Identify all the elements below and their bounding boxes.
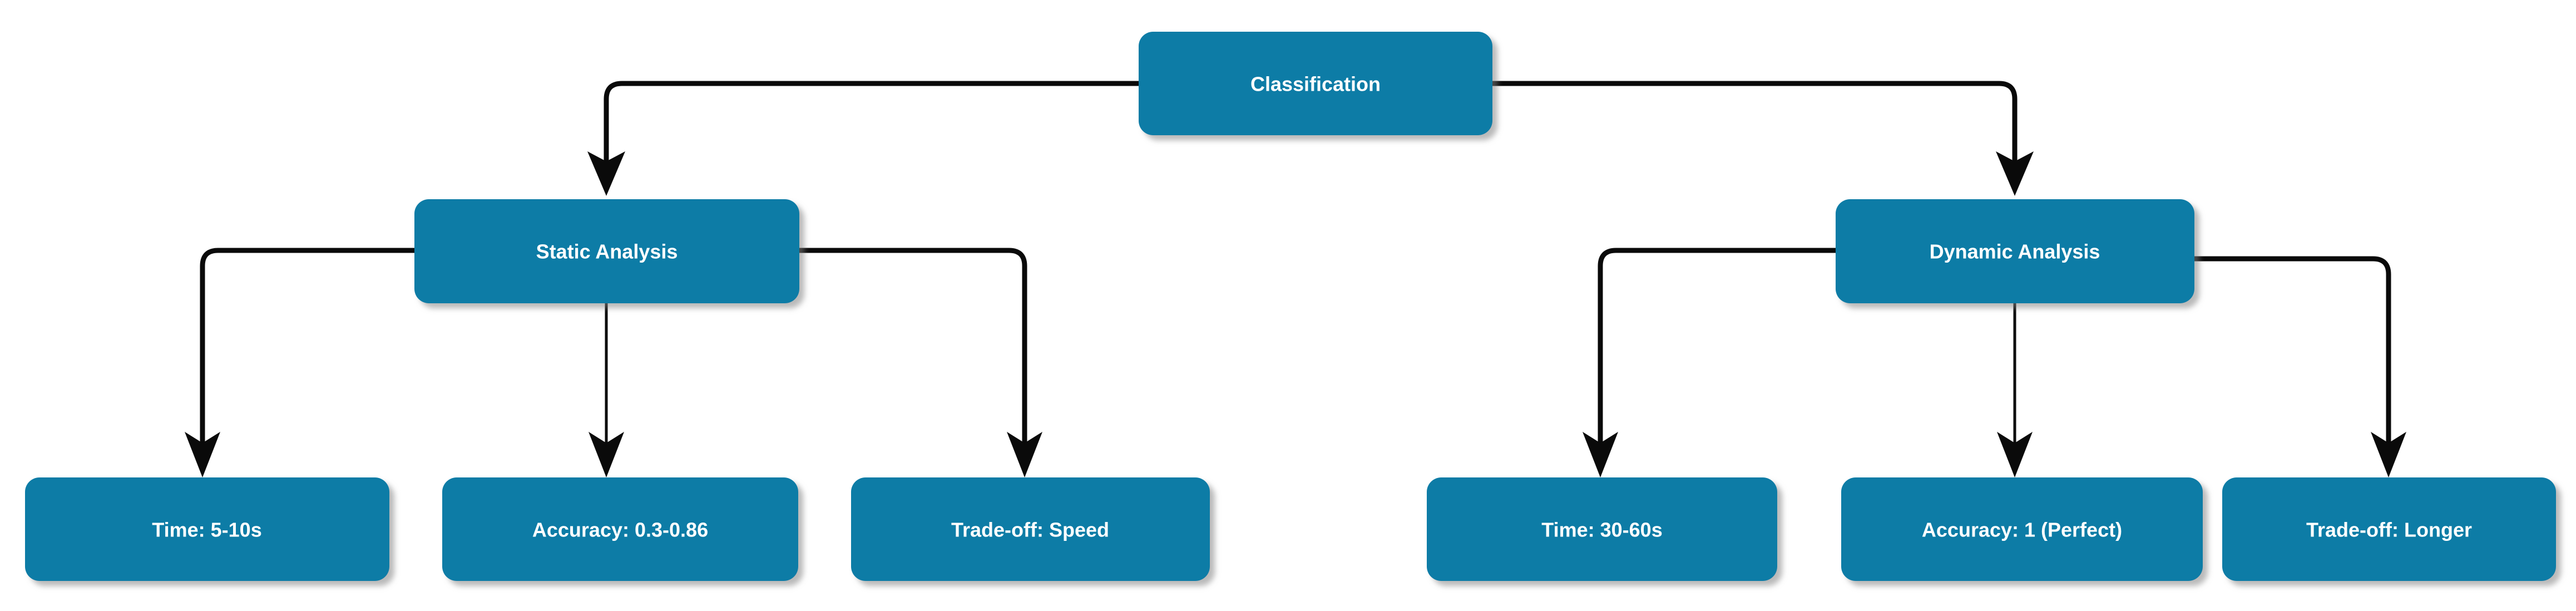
edge-line	[2194, 256, 2391, 445]
node-dynamic-time-label: Time: 30-60s	[1541, 519, 1662, 541]
edge-line	[1492, 81, 2018, 167]
edge-line	[200, 248, 414, 445]
node-static-accuracy[interactable]	[442, 477, 798, 581]
arrowhead-icon	[1007, 432, 1042, 477]
edge-classification-to-static-analysis	[587, 81, 1139, 196]
node-static-analysis-label: Static Analysis	[536, 240, 678, 263]
node-static-tradeoff[interactable]	[851, 477, 1210, 581]
node-box[interactable]	[25, 477, 389, 581]
node-box[interactable]	[442, 477, 798, 581]
node-layer: Classification Static Analysis Dynamic A…	[25, 32, 2556, 581]
node-classification[interactable]	[1139, 32, 1492, 135]
arrowhead-icon	[2371, 432, 2406, 477]
edge-dynamic-analysis-to-dynamic-time	[1583, 248, 1836, 477]
edge-dynamic-analysis-to-dynamic-tradeoff	[2194, 256, 2406, 477]
arrowhead-icon	[185, 432, 220, 477]
node-box[interactable]	[1427, 477, 1777, 581]
arrowhead-icon	[1583, 432, 1618, 477]
node-box[interactable]	[1139, 32, 1492, 135]
node-dynamic-accuracy-label: Accuracy: 1 (Perfect)	[1922, 519, 2122, 541]
node-dynamic-time[interactable]	[1427, 477, 1777, 581]
arrowhead-icon	[587, 151, 625, 196]
edge-layer	[185, 81, 2406, 477]
edge-classification-to-dynamic-analysis	[1492, 81, 2034, 196]
edge-line	[799, 248, 1027, 445]
node-dynamic-analysis[interactable]	[1836, 199, 2194, 303]
node-box[interactable]	[2222, 477, 2556, 581]
node-static-analysis[interactable]	[414, 199, 799, 303]
node-box[interactable]	[851, 477, 1210, 581]
edge-line	[604, 81, 1139, 167]
node-static-time[interactable]	[25, 477, 389, 581]
arrowhead-icon	[1996, 151, 2034, 196]
node-static-tradeoff-label: Trade-off: Speed	[951, 519, 1109, 541]
arrowhead-icon	[589, 432, 624, 477]
node-classification-label: Classification	[1250, 73, 1381, 96]
node-dynamic-tradeoff[interactable]	[2222, 477, 2556, 581]
edge-line	[1598, 248, 1836, 445]
node-dynamic-accuracy[interactable]	[1841, 477, 2203, 581]
node-dynamic-analysis-label: Dynamic Analysis	[1930, 240, 2100, 263]
node-static-accuracy-label: Accuracy: 0.3-0.86	[532, 519, 708, 541]
edge-static-analysis-to-static-accuracy	[589, 303, 624, 477]
edge-static-analysis-to-static-time	[185, 248, 414, 477]
edge-static-analysis-to-static-tradeoff	[799, 248, 1042, 477]
node-box[interactable]	[414, 199, 799, 303]
node-dynamic-tradeoff-label: Trade-off: Longer	[2306, 519, 2472, 541]
node-box[interactable]	[1836, 199, 2194, 303]
node-static-time-label: Time: 5-10s	[152, 519, 261, 541]
arrowhead-icon	[1997, 432, 2033, 477]
edge-dynamic-analysis-to-dynamic-accuracy	[1997, 303, 2033, 477]
node-box[interactable]	[1841, 477, 2203, 581]
